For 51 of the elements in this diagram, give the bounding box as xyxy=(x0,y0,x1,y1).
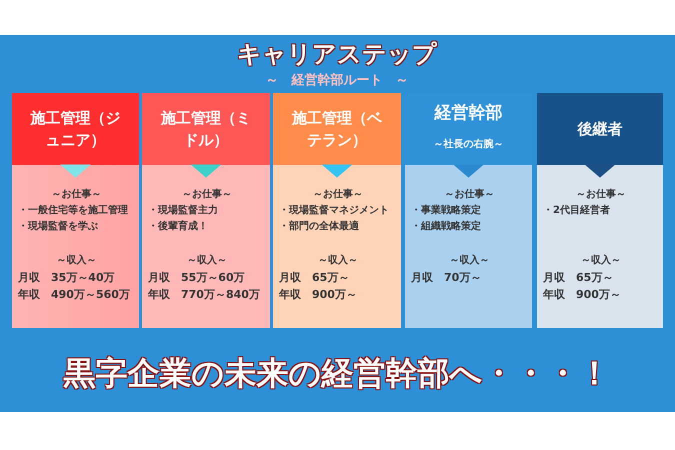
header-title: 経営幹部 xyxy=(434,102,502,124)
detail-text: ・現場監督マネジメント xyxy=(279,204,390,218)
career-detail-panel xyxy=(12,165,139,328)
detail-text: 年収 770万～840万 xyxy=(148,287,261,303)
detail-text: ・現場監督を学ぶ xyxy=(18,220,99,234)
career-step-header xyxy=(142,93,270,165)
subtitle-text: ～ 経営幹部ルート ～ xyxy=(264,72,410,89)
header-title: 後継者 xyxy=(576,119,624,140)
detail-text: 月収 35万～40万 xyxy=(18,270,116,286)
detail-text: ・一般住宅等を施工管理 xyxy=(18,203,129,218)
career-detail-panel xyxy=(273,165,401,328)
career-step-header xyxy=(537,93,663,165)
career-step-header xyxy=(12,93,139,165)
section-heading: ～お仕事～ xyxy=(313,188,363,202)
pointer-tab xyxy=(190,164,222,178)
detail-text: ・部門の全体最適 xyxy=(279,219,360,234)
title: キャリアステップ xyxy=(236,39,438,70)
career-detail-panel xyxy=(537,165,663,328)
detail-text: 年収 490万～560万 xyxy=(18,287,131,303)
section-heading: ～収入～ xyxy=(187,254,227,268)
detail-text: ・組織戦略策定 xyxy=(411,219,482,234)
slogan-text: 黒字企業の未来の経営幹部へ・・・！ xyxy=(62,353,612,394)
section-heading: ～収入～ xyxy=(318,254,358,268)
detail-text: 年収 900万～ xyxy=(543,287,622,303)
header-title: 施工管理（ミドル） xyxy=(161,108,251,151)
section-heading: ～お仕事～ xyxy=(182,188,232,202)
career-detail-panel xyxy=(405,165,532,328)
career-detail-panel xyxy=(142,165,270,328)
detail-text: ・事業戦略策定 xyxy=(411,203,482,218)
section-heading: ～お仕事～ xyxy=(576,188,626,202)
section-heading: ～収入～ xyxy=(581,254,621,268)
section-heading: ～お仕事～ xyxy=(52,188,102,202)
pointer-tab xyxy=(584,164,616,178)
pointer-tab xyxy=(60,164,91,178)
detail-text: 月収 65万～ xyxy=(279,270,350,286)
header-title: 施工管理（ベテラン） xyxy=(292,108,382,151)
section-heading: ～お仕事～ xyxy=(444,188,494,202)
detail-text: ・2代目経営者 xyxy=(543,204,611,218)
header-title: 施工管理（ジュニア） xyxy=(30,108,120,151)
detail-text: ・現場監督主力 xyxy=(148,203,219,218)
pointer-tab xyxy=(322,164,352,178)
section-heading: ～収入～ xyxy=(56,254,96,268)
detail-text: 月収 55万～60万 xyxy=(148,270,246,286)
detail-text: 月収 70万～ xyxy=(411,270,482,286)
detail-text: ・後輩育成！ xyxy=(148,219,209,234)
detail-text: 月収 65万～ xyxy=(543,270,614,286)
career-step-header xyxy=(273,93,401,165)
section-heading: ～収入～ xyxy=(450,254,490,268)
detail-text: 年収 900万～ xyxy=(279,287,358,303)
pointer-tab xyxy=(453,164,484,178)
subtitle-text: ～社長の右腕～ xyxy=(434,137,504,152)
